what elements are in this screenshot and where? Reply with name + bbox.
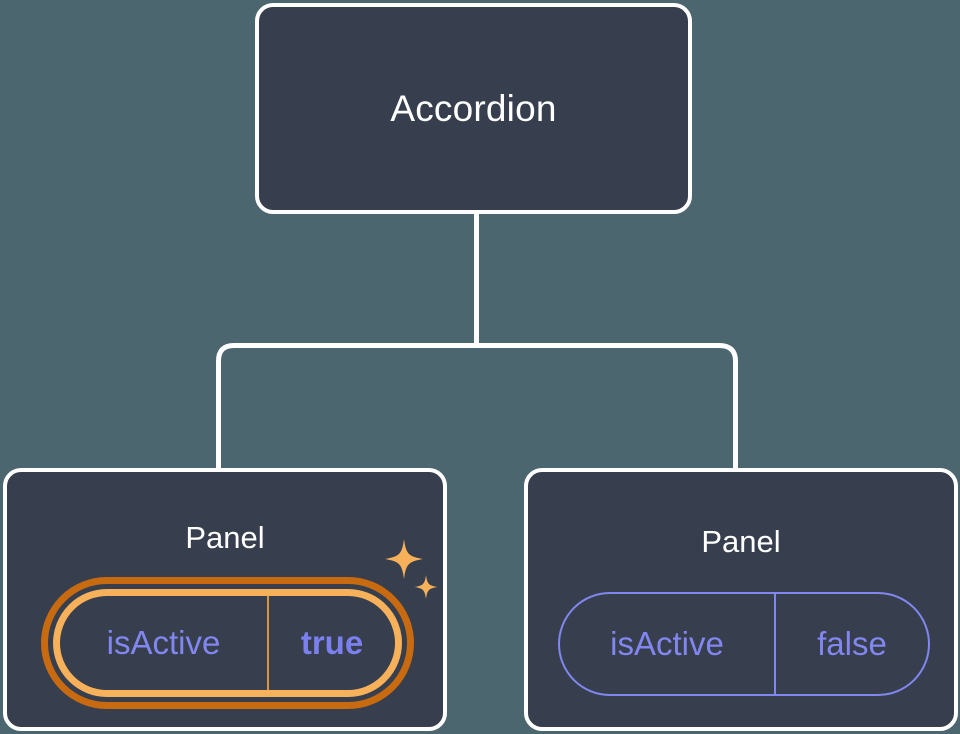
connector-branch-right [476, 343, 738, 470]
prop-value-true: true [300, 624, 364, 661]
prop-pill-isactive-true[interactable]: isActive true [41, 577, 414, 709]
prop-value-false: false [817, 625, 887, 662]
node-accordion-label: Accordion [390, 88, 557, 129]
node-panel-active[interactable]: Panel isActive true [3, 468, 447, 731]
prop-pill-isactive-false[interactable]: isActive false [558, 592, 930, 696]
prop-key-isactive: isActive [560, 594, 776, 694]
node-panel-active-label: Panel [185, 520, 265, 555]
node-panel-inactive-label: Panel [701, 524, 781, 559]
node-panel-inactive[interactable]: Panel isActive false [524, 468, 958, 731]
node-accordion[interactable]: Accordion [255, 3, 692, 214]
prop-pill-ring: isActive true [53, 589, 402, 697]
prop-key-isactive: isActive [60, 596, 269, 690]
connector-branch-left [216, 343, 477, 470]
